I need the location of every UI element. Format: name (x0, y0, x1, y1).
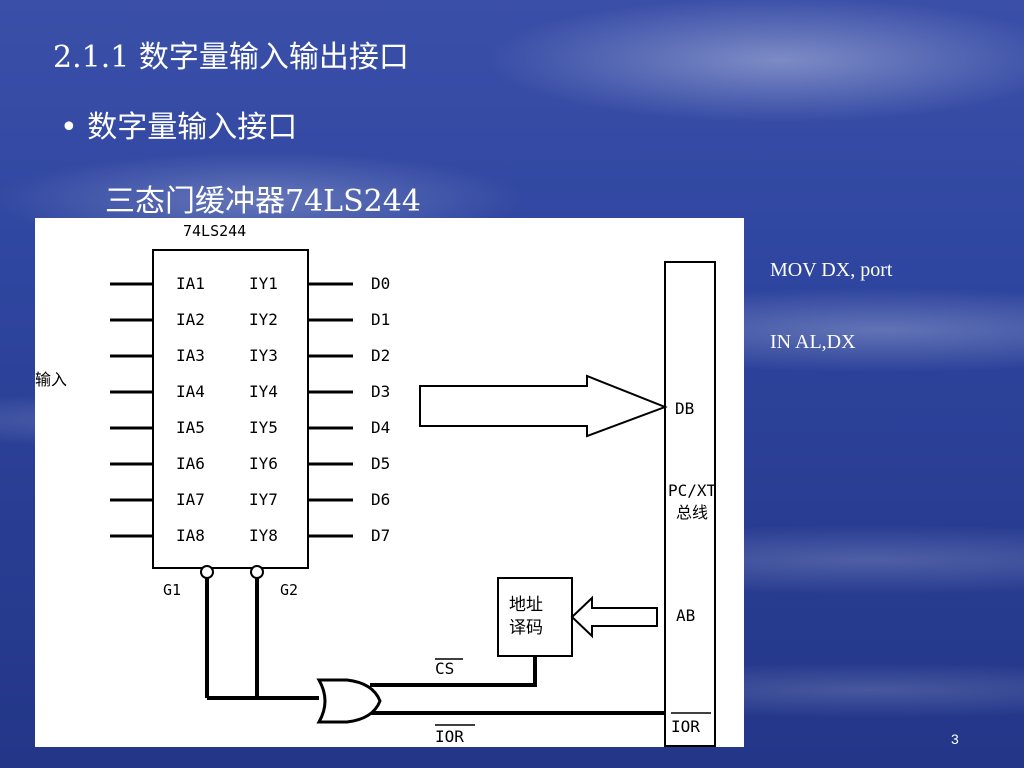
data-line-label: D5 (371, 454, 390, 473)
code-line-in: IN AL,DX (770, 331, 856, 353)
or-gate (316, 678, 382, 724)
g2-label: G2 (280, 581, 298, 599)
output-pin-label: IY3 (249, 346, 278, 365)
decoder-box (497, 577, 573, 657)
data-line-label: D0 (371, 274, 390, 293)
output-pin-label: IY2 (249, 310, 278, 329)
ab-arrow (570, 595, 658, 639)
page-number: 3 (951, 731, 959, 747)
bullet-point: • 数字量输入接口 (60, 110, 298, 145)
output-pin-label: IY5 (249, 418, 278, 437)
bus-rect (664, 261, 716, 747)
bus-db-label: DB (675, 399, 694, 418)
bus-name-label: PC/XT (668, 481, 717, 500)
chip-name: 74LS244 (183, 222, 246, 240)
sub-heading: 三态门缓冲器74LS244 (105, 184, 421, 219)
input-pin-label: IA3 (176, 346, 205, 365)
output-pin-label: IY7 (249, 490, 278, 509)
ior-label: IOR (435, 727, 464, 746)
input-pin-label: IA6 (176, 454, 205, 473)
data-line-label: D6 (371, 490, 390, 509)
decoder-label-1: 地址 (509, 595, 543, 615)
bus-name-cjk-label: 总线 (676, 503, 708, 522)
chip-body (152, 249, 309, 569)
g1-bubble (200, 565, 214, 579)
data-line-label: D3 (371, 382, 390, 401)
input-pin-label: IA5 (176, 418, 205, 437)
cs-line (370, 656, 537, 687)
output-pin-label: IY6 (249, 454, 278, 473)
input-pin-label: IA7 (176, 490, 205, 509)
input-pin-label: IA4 (176, 382, 205, 401)
input-pin-label: IA2 (176, 310, 205, 329)
data-line-label: D7 (371, 526, 390, 545)
bus-ior-label: IOR (671, 717, 700, 736)
db-arrow (419, 374, 668, 438)
data-line-label: D2 (371, 346, 390, 365)
cs-label: CS (435, 659, 454, 678)
decoder-label-2: 译码 (509, 618, 543, 638)
g1-label: G1 (163, 581, 181, 599)
output-pin-label: IY4 (249, 382, 278, 401)
data-line-label: D1 (371, 310, 390, 329)
input-label: 输入 (35, 370, 67, 389)
output-pin-label: IY1 (249, 274, 278, 293)
code-line-mov: MOV DX, port (770, 259, 893, 281)
input-pin-label: IA1 (176, 274, 205, 293)
input-pin-label: IA8 (176, 526, 205, 545)
output-pin-label: IY8 (249, 526, 278, 545)
bus-ab-label: AB (676, 606, 695, 625)
g2-bubble (250, 565, 264, 579)
slide-title: 2.1.1 数字量输入输出接口 (53, 40, 409, 75)
data-line-label: D4 (371, 418, 390, 437)
